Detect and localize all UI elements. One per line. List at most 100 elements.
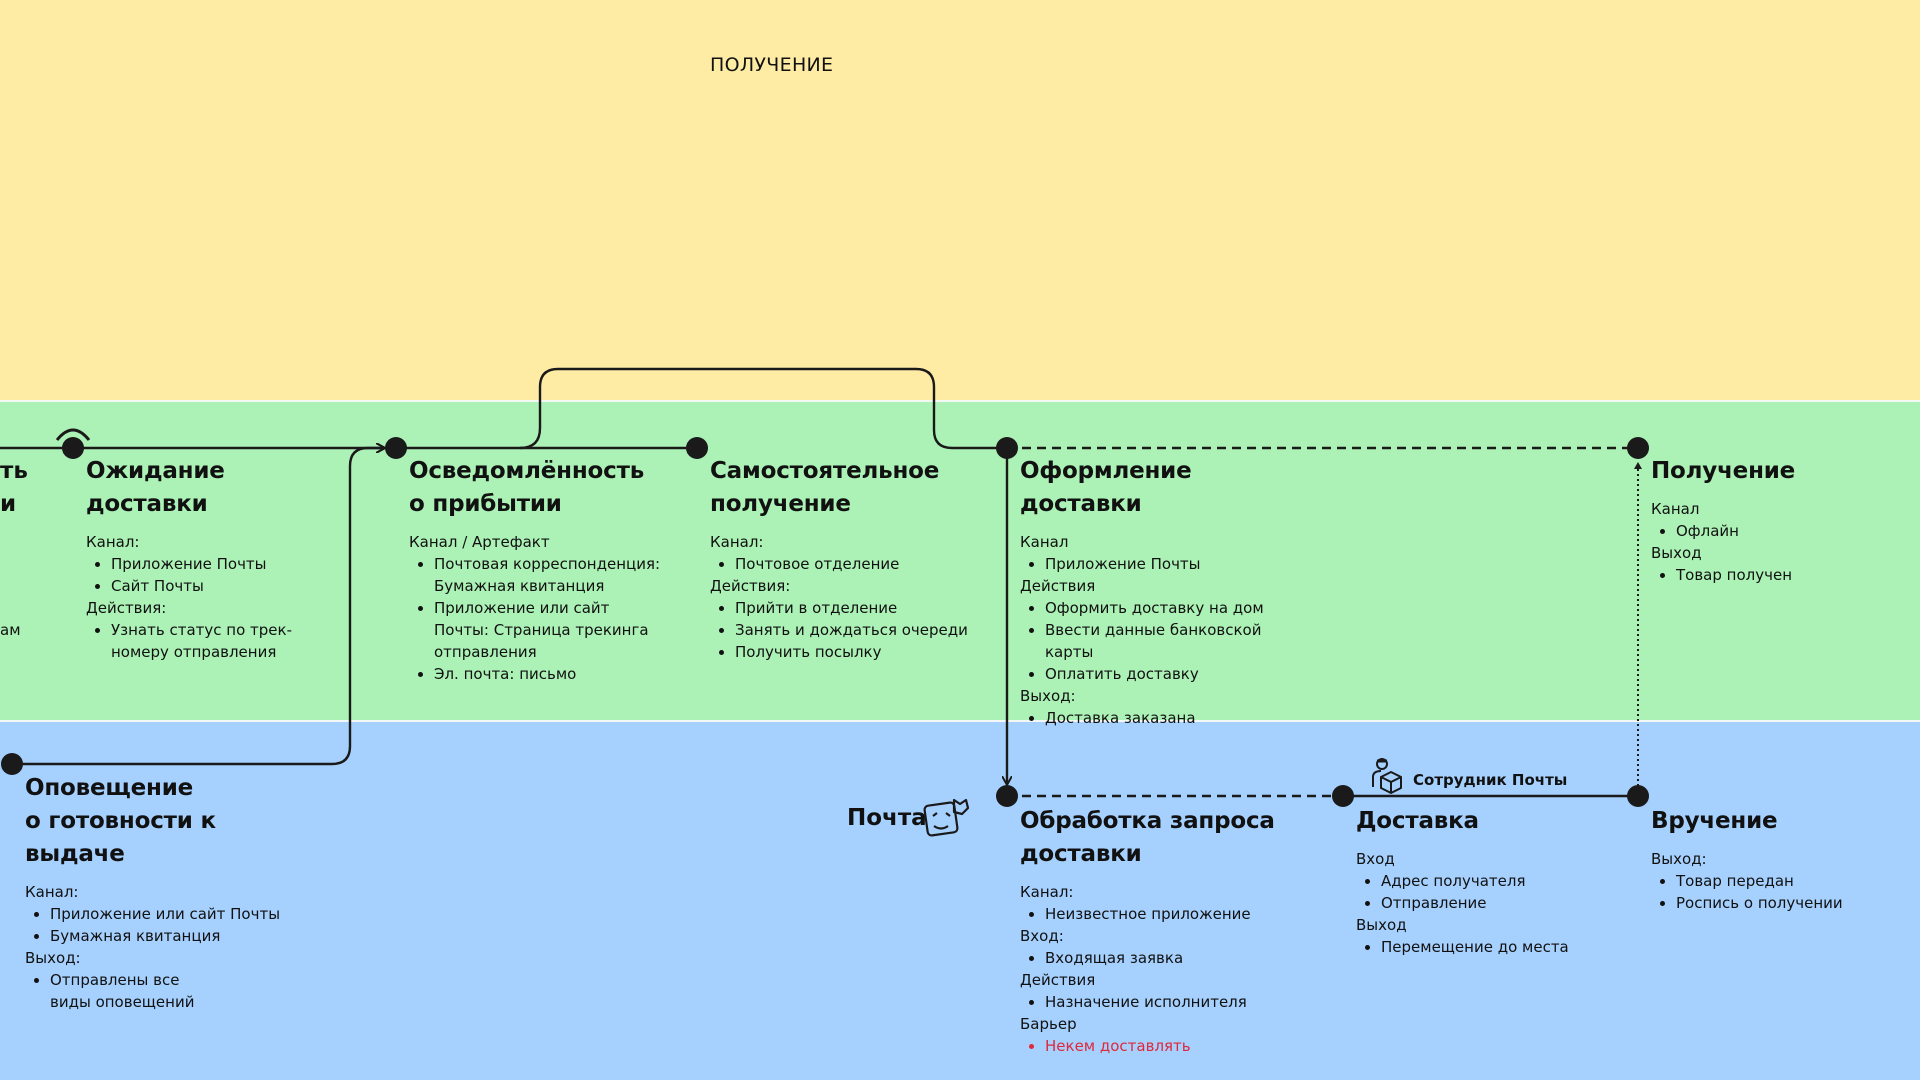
channel-label: Канал (1020, 533, 1069, 551)
stage-title-line: Осведомлённость (409, 458, 645, 484)
input-label: Вход (1356, 850, 1395, 868)
output-label: Выход: (1651, 850, 1707, 868)
bottom-band (0, 720, 1920, 1080)
list-item: Приложение или сайт Почты: Страница трек… (434, 597, 669, 663)
stage-title-line: Самостоятельное (710, 458, 940, 484)
stage-delivery-order: Оформление доставки Канал Приложение Поч… (1020, 455, 1280, 729)
node-delivery (1332, 785, 1354, 807)
stage-handover: Вручение Выход: Товар передан Роспись о … (1651, 805, 1901, 914)
stage-title-line: о готовности к выдаче (25, 808, 216, 867)
channel-label: Канал: (25, 883, 79, 901)
actions-list: Прийти в отделение Занять и дождаться оч… (710, 597, 980, 663)
node-receipt (1627, 437, 1649, 459)
stage-title: Ожидание доставки (86, 458, 225, 517)
list-item: Получить посылку (735, 641, 980, 663)
middle-band (0, 400, 1920, 720)
partial-title-line2: и (0, 491, 17, 517)
list-item: Приложение Почты (111, 553, 316, 575)
list-item: Оформить доставку на дом (1045, 597, 1280, 619)
list-item: Приложение Почты (1045, 553, 1280, 575)
node-handover (1627, 785, 1649, 807)
node-delivery-order (996, 437, 1018, 459)
output-list: Перемещение до места (1356, 936, 1616, 958)
channel-list: Приложение Почты Сайт Почты (86, 553, 316, 597)
list-item: Прийти в отделение (735, 597, 980, 619)
channel-label: Канал: (86, 533, 140, 551)
barrier-list: Некем доставлять (1020, 1035, 1280, 1057)
actions-list: Оформить доставку на дом Ввести данные б… (1020, 597, 1280, 685)
output-label: Выход (1356, 916, 1407, 934)
channel-list: Неизвестное приложение (1020, 903, 1280, 925)
robot-face-icon (923, 798, 970, 837)
channel-label: Канал: (1020, 883, 1074, 901)
touchpoint-arc-icon (55, 428, 91, 441)
list-item: Перемещение до места (1381, 936, 1616, 958)
channel-list: Приложение или сайт Почты Бумажная квита… (25, 903, 295, 947)
list-item: Почтовая корреспонденция: Бумажная квита… (434, 553, 669, 597)
channel-label: Канал (1651, 500, 1700, 518)
stage-title-line: Обработка запроса (1020, 808, 1275, 834)
list-item: Неизвестное приложение (1045, 903, 1280, 925)
list-item: Товар передан (1676, 870, 1901, 892)
list-item: Офлайн (1676, 520, 1891, 542)
actions-label: Действия (1020, 577, 1096, 595)
node-notification (1, 753, 23, 775)
list-item: Отправление (1381, 892, 1616, 914)
list-item: Доставка заказана (1045, 707, 1280, 729)
list-item: Оплатить доставку (1045, 663, 1280, 685)
channel-list: Почтовое отделение (710, 553, 980, 575)
input-list: Входящая заявка (1020, 947, 1280, 969)
input-label: Вход: (1020, 927, 1064, 945)
stage-title: Оповещение о готовности к выдаче (25, 772, 295, 871)
channel-list: Приложение Почты (1020, 553, 1280, 575)
staff-label: Сотрудник Почты (1413, 771, 1568, 789)
actions-list: Узнать статус по трек-номеру отправления (86, 619, 316, 663)
output-label: Выход: (25, 949, 81, 967)
list-item: Адрес получателя (1381, 870, 1616, 892)
list-item: Отправлены все виды оповещений (50, 969, 220, 1013)
partial-title-line1: ть (0, 458, 28, 484)
output-list: Товар передан Роспись о получении (1651, 870, 1901, 914)
list-item: Входящая заявка (1045, 947, 1280, 969)
stage-title-line: Оповещение (25, 775, 194, 801)
channel-list: Почтовая корреспонденция: Бумажная квита… (409, 553, 669, 685)
output-label: Выход: (1020, 687, 1076, 705)
stage-title-line: получение (710, 491, 851, 517)
actions-label: Действия (1020, 971, 1096, 989)
courier-box-icon (1372, 758, 1402, 794)
list-item: Эл. почта: письмо (434, 663, 669, 685)
stage-title: Обработка запроса доставки (1020, 805, 1280, 871)
section-title: ПОЛУЧЕНИЕ (710, 54, 834, 76)
actions-label: Действия: (86, 599, 167, 617)
list-item: Узнать статус по трек-номеру отправления (111, 619, 316, 663)
stage-title: Осведомлённость о прибытии (409, 455, 669, 521)
list-item: Назначение исполнителя (1045, 991, 1280, 1013)
actions-list: Назначение исполнителя (1020, 991, 1280, 1013)
stage-title: Получение (1651, 458, 1796, 484)
connector-line (519, 367, 1006, 450)
output-list: Доставка заказана (1020, 707, 1280, 729)
barrier-item: Некем доставлять (1045, 1035, 1280, 1057)
stage-title-line: доставки (1020, 841, 1142, 867)
node-processing (996, 785, 1018, 807)
list-item: Бумажная квитанция (50, 925, 295, 947)
node-self-pickup (686, 437, 708, 459)
input-list: Адрес получателя Отправление (1356, 870, 1616, 914)
top-band (0, 0, 1920, 400)
stage-title: Вручение (1651, 808, 1778, 834)
actor-label: Почта (847, 805, 927, 831)
stage-waiting: Ожидание доставки Канал: Приложение Почт… (86, 455, 316, 663)
channel-list: Офлайн (1651, 520, 1891, 542)
stage-title-line: о прибытии (409, 491, 562, 517)
list-item: Товар получен (1676, 564, 1891, 586)
node-awareness (385, 437, 407, 459)
stage-receipt: Получение Канал Офлайн Выход Товар получ… (1651, 455, 1891, 586)
stage-title: Оформление доставки (1020, 458, 1192, 517)
stage-title: Самостоятельное получение (710, 455, 980, 521)
list-item: Почтовое отделение (735, 553, 980, 575)
actions-label: Действия: (710, 577, 791, 595)
list-item: Занять и дождаться очереди (735, 619, 980, 641)
